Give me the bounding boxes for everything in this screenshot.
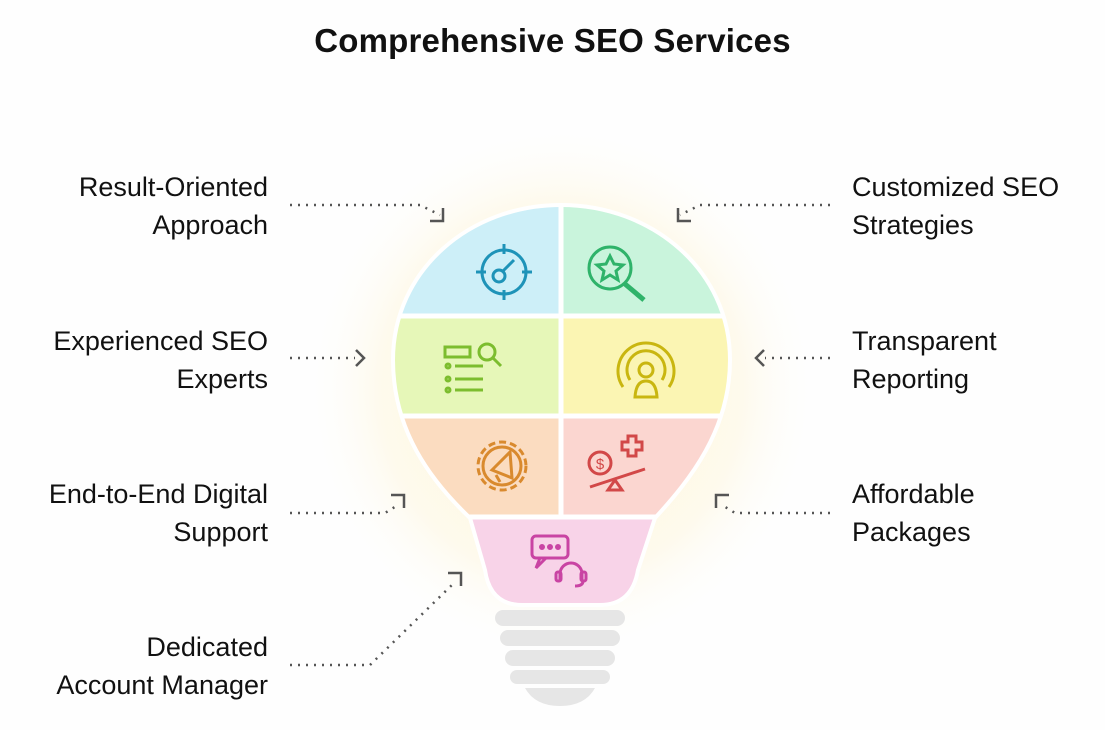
broadcast-person-icon (616, 341, 676, 399)
gear-megaphone-icon (476, 440, 528, 492)
star-search-icon (587, 245, 646, 302)
connectors (290, 203, 830, 667)
svg-text:$: $ (596, 456, 605, 473)
target-key-icon (476, 244, 532, 300)
dollar-balance-icon: $ (587, 434, 646, 492)
bulb-base (495, 610, 625, 706)
segment-transparent-reporting (560, 315, 730, 417)
chat-headset-icon (530, 534, 588, 588)
diagram-title: Comprehensive SEO Services (314, 22, 791, 59)
list-search-icon (443, 342, 503, 394)
